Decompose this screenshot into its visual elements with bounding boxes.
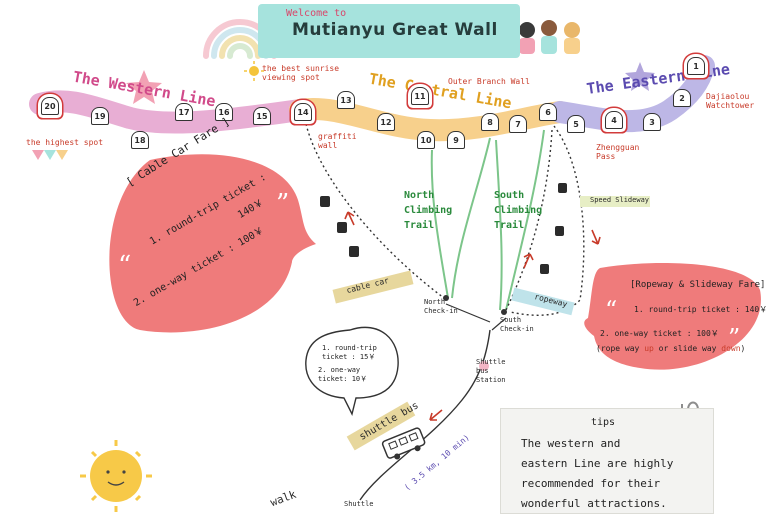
watchtower-number: 8 <box>487 117 493 127</box>
north-checkin-label: North Check-in <box>424 298 458 315</box>
watchtower-number: 18 <box>134 135 146 145</box>
tips-line-1: The western and <box>521 437 621 450</box>
south-checkin-label: South Check-in <box>500 316 534 333</box>
watchtower-10: 10 <box>417 131 435 149</box>
watchtower-number: 7 <box>515 119 521 129</box>
watchtower-8: 8 <box>481 113 499 131</box>
shuttle-station-dot <box>479 361 489 371</box>
direction-arrows <box>344 211 601 421</box>
watchtower-19: 19 <box>91 107 109 125</box>
slideway-line <box>509 125 585 316</box>
outer-branch-wall-label: Outer Branch Wall <box>448 77 530 86</box>
watchtower-number: 14 <box>297 107 309 117</box>
welcome-text: Welcome to <box>286 8 347 19</box>
north-trail-label: North Climbing Trail <box>404 190 453 231</box>
cable-car-line <box>305 123 445 299</box>
shuttle-fare-one-way: 2. one-way ticket: 10￥ <box>318 366 368 383</box>
cable-car-gondola-icon <box>320 183 567 274</box>
tips-line-3: recommended for their <box>521 477 661 490</box>
shuttle-bus-tag <box>346 401 416 451</box>
shuttle-fare-bubble <box>305 326 399 417</box>
tips-card: tips The western and eastern Line are hi… <box>500 408 714 514</box>
watchtower-number: 19 <box>94 111 106 121</box>
speed-slideway-tag <box>580 196 650 207</box>
watchtower-18: 18 <box>131 131 149 149</box>
shuttle-bottom-label: Shuttle <box>344 500 374 508</box>
watchtower-number: 3 <box>649 117 655 127</box>
sunrise-spot-label: the best sunrise viewing spot <box>262 64 340 82</box>
ropeway-fare-one-way: 2. one-way ticket : 100￥ <box>600 329 719 338</box>
watchtower-4: 4 <box>605 111 623 129</box>
sun-icon <box>80 440 152 512</box>
purple-star-icon <box>625 62 655 91</box>
watchtower-number: 10 <box>420 135 432 145</box>
watchtower-number: 9 <box>453 135 459 145</box>
dajiaolou-label: Dajiaolou Watchtower <box>706 92 755 110</box>
north-checkin-dot <box>443 295 449 301</box>
watchtower-12: 12 <box>377 113 395 131</box>
watchtower-15: 15 <box>253 107 271 125</box>
watchtower-13: 13 <box>337 91 355 109</box>
watchtower-11: 11 <box>411 87 429 105</box>
watchtower-number: 12 <box>380 117 392 127</box>
tips-heading: tips <box>591 417 616 428</box>
watchtower-1: 1 <box>687 57 705 75</box>
watchtower-number: 20 <box>44 101 56 111</box>
watchtower-number: 15 <box>256 111 268 121</box>
pink-star-icon <box>126 70 162 104</box>
watchtower-number: 16 <box>218 107 230 117</box>
watchtower-3: 3 <box>643 113 661 131</box>
watchtower-number: 2 <box>679 93 685 103</box>
ropeway-fare-note: (rope way up or slide way down) <box>596 344 746 353</box>
ropeway-fare-round-trip: 1. round-trip ticket : 140￥ <box>634 305 768 314</box>
watchtower-number: 1 <box>693 61 699 71</box>
shuttle-station-label: Shuttle bus Station <box>476 358 506 384</box>
quote-left-icon: “ <box>605 296 617 324</box>
ropeway-tag <box>511 287 575 316</box>
ropeway-fare-bubble <box>584 263 761 370</box>
shuttle-road <box>359 329 491 501</box>
small-sun-icon <box>244 61 264 81</box>
eastern-wall-band <box>549 55 715 133</box>
title-banner <box>258 4 520 58</box>
watchtower-number: 17 <box>178 107 190 117</box>
ropeway-fare-title: [Ropeway & Slideway Fare] <box>630 280 766 290</box>
watchtower-number: 4 <box>611 115 617 125</box>
watchtower-number: 5 <box>573 119 579 129</box>
speed-slideway-label: Speed Slideway <box>590 196 650 204</box>
bunting-icon <box>32 150 68 160</box>
shuttle-fare-round-trip: 1. round-trip ticket : 15￥ <box>322 344 377 361</box>
watchtower-2: 2 <box>673 89 691 107</box>
cable-car-tag <box>332 270 414 304</box>
watchtower-16: 16 <box>215 103 233 121</box>
watchtower-14: 14 <box>294 103 312 121</box>
bus-icon <box>381 427 426 460</box>
western-wall-band <box>29 90 311 134</box>
watchtower-7: 7 <box>509 115 527 133</box>
watchtower-6: 6 <box>539 103 557 121</box>
quote-left-icon: “ <box>118 251 131 281</box>
highest-spot-label: the highest spot <box>26 138 104 147</box>
watchtower-20: 20 <box>41 97 59 115</box>
watchtower-5: 5 <box>567 115 585 133</box>
watchtower-number: 13 <box>340 95 352 105</box>
page-title: Mutianyu Great Wall <box>292 20 498 40</box>
watchtower-9: 9 <box>447 131 465 149</box>
people-icon <box>519 20 580 54</box>
watchtower-17: 17 <box>175 103 193 121</box>
climbing-trails <box>430 129 545 311</box>
cable-fare-bubble <box>109 154 316 333</box>
quote-right-icon: ” <box>728 324 740 352</box>
zhengguan-pass-label: Zhengguan Pass <box>596 143 640 161</box>
south-trail-label: South Climbing Trail <box>494 190 543 231</box>
tips-line-4: wonderful attractions. <box>521 497 667 510</box>
quote-right-icon: ” <box>276 189 289 219</box>
watchtower-number: 11 <box>414 91 426 101</box>
watchtower-number: 6 <box>545 107 551 117</box>
graffiti-wall-label: graffiti wall <box>318 132 357 150</box>
tips-line-2: eastern Line are highly <box>521 457 674 470</box>
south-checkin-dot <box>501 309 507 315</box>
